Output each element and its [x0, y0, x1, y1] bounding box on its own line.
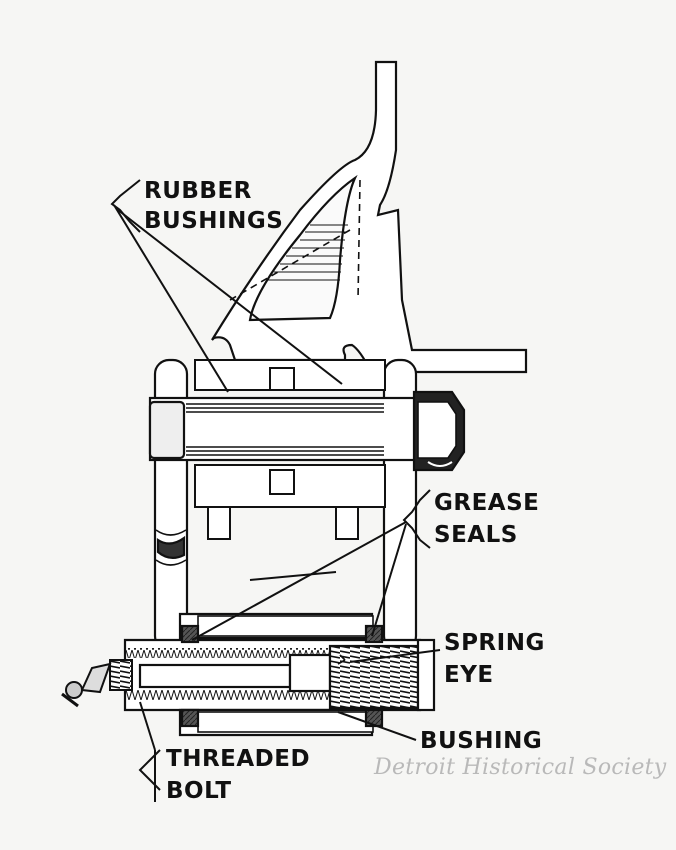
watermark: Detroit Historical Society [373, 755, 667, 780]
leader-lines [110, 179, 441, 802]
label-rubber-line2: BUSHINGS [144, 208, 283, 234]
grease-fitting-icon [61, 659, 133, 708]
label-threaded-line2: BOLT [166, 778, 232, 804]
frame-bracket [211, 60, 528, 374]
label-rubber-line1: RUBBER [144, 178, 252, 204]
upper-bushing-sleeves [194, 359, 386, 540]
spring-eye-assembly [123, 612, 436, 737]
pivot-bolt [148, 390, 466, 472]
label-spring-line2: EYE [444, 662, 494, 688]
label-threaded-line1: THREADED [166, 746, 310, 772]
label-bushing: BUSHING [420, 728, 542, 754]
label-spring-line1: SPRING [444, 630, 545, 656]
label-grease-line2: SEALS [434, 522, 518, 548]
label-grease-line1: GREASE [434, 490, 539, 516]
